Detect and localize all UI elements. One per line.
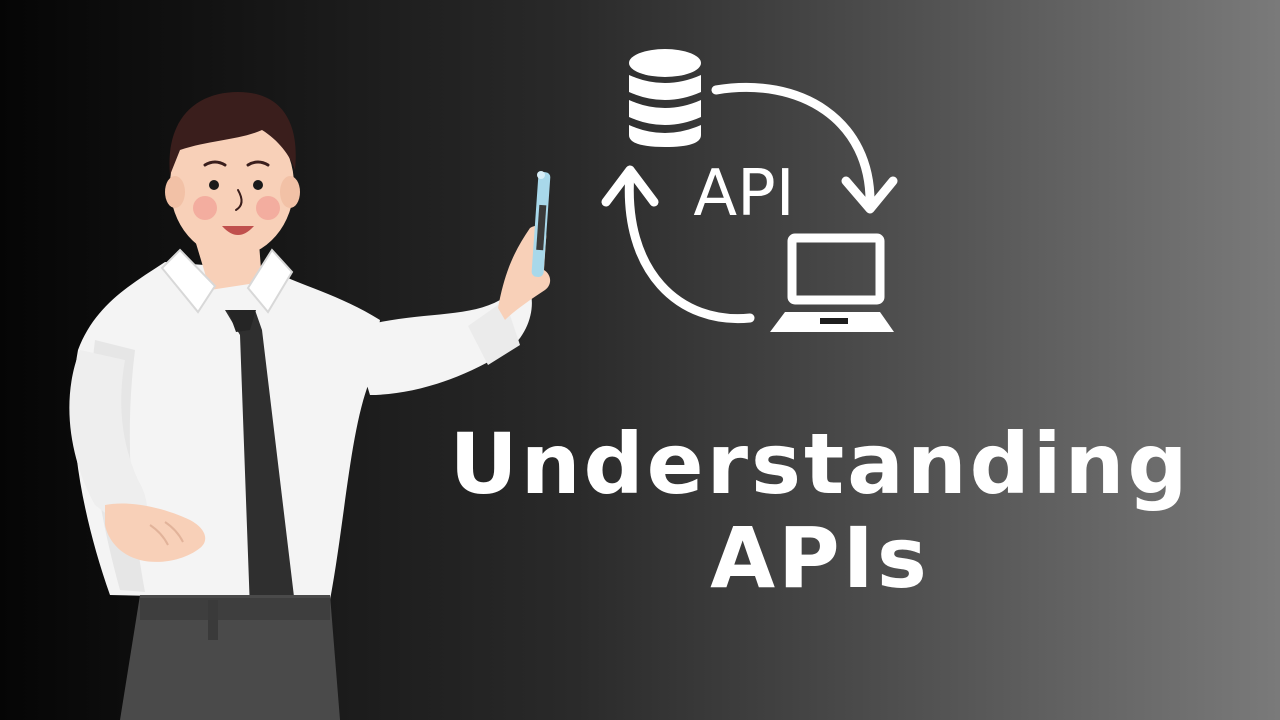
belt <box>140 598 330 620</box>
api-diagram: API <box>601 49 898 332</box>
headline: Understanding APIs <box>430 418 1210 605</box>
database-icon <box>629 49 701 147</box>
hair <box>169 92 296 175</box>
left-eye <box>209 180 219 190</box>
laptop-icon <box>770 233 894 332</box>
pen-icon <box>531 171 551 277</box>
api-label: API <box>693 157 794 231</box>
smile <box>222 226 254 235</box>
right-eye <box>253 180 263 190</box>
head <box>170 113 294 257</box>
open-hand <box>105 503 206 562</box>
presenter-illustration <box>69 92 551 720</box>
front-arm <box>69 350 148 540</box>
tie-icon <box>225 310 295 630</box>
pants <box>120 595 340 720</box>
headline-line-1: Understanding <box>449 415 1191 513</box>
raised-arm <box>350 280 532 395</box>
arrow-to-laptop-icon <box>711 82 898 214</box>
headline-line-2: APIs <box>710 509 930 608</box>
arrow-to-database-icon <box>601 165 755 324</box>
shirt-collar-left <box>160 248 217 314</box>
shirt-collar-right <box>246 248 294 314</box>
